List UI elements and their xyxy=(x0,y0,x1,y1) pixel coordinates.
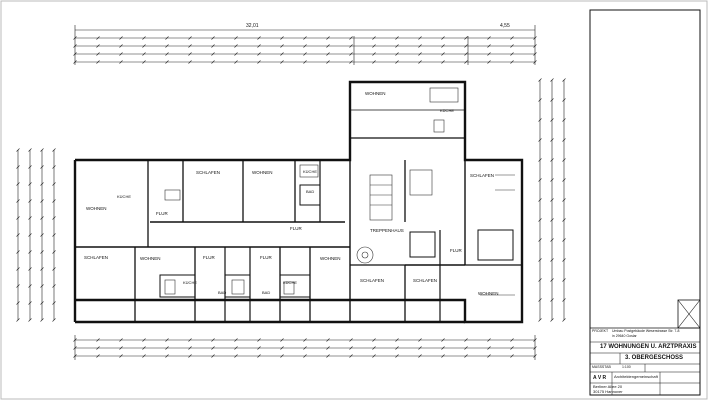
room-wohnen-top: WOHNEN xyxy=(365,91,386,96)
top-dimension-ticks xyxy=(73,36,537,64)
room-schlafen-1: SCHLAFEN xyxy=(196,170,220,175)
room-wohnen-lower-1: WOHNEN xyxy=(140,256,161,261)
room-schlafen-lower-c1: SCHLAFEN xyxy=(360,278,384,283)
scale-value: 1:100 xyxy=(622,365,631,369)
room-kueche-left: KÜCHE xyxy=(117,194,131,199)
project-label: PROJEKT xyxy=(592,329,609,333)
left-dimension-ticks xyxy=(16,148,56,322)
room-kueche-top: KÜCHE xyxy=(440,108,454,113)
room-flur-1: FLUR xyxy=(156,211,169,216)
bottom-dimension-ticks xyxy=(73,338,537,358)
room-flur-right: FLUR xyxy=(450,248,463,253)
room-wohnen-lower-2: WOHNEN xyxy=(320,256,341,261)
room-treppenhaus: TREPPENHAUS xyxy=(370,228,404,233)
fixtures xyxy=(164,87,515,296)
room-wohnen-2: WOHNEN xyxy=(252,170,273,175)
scale-label: MASSSTAB xyxy=(592,365,611,369)
room-bad-lower-2: BAD xyxy=(262,290,270,295)
address-line-2: 30175 Hannover xyxy=(593,389,623,394)
room-bad-lower-1: BAD xyxy=(218,290,226,295)
room-schlafen-lower-left: SCHLAFEN xyxy=(84,255,108,260)
room-flur-lower-1: FLUR xyxy=(203,255,216,260)
project-line-2: in 29640 Goslar xyxy=(612,334,637,338)
room-bad-1: BAD xyxy=(306,189,314,194)
project-line: Umbau Postgebäude Weserstrasse Str. 7-8 xyxy=(612,329,680,333)
room-wohnen-lower-right: WOHNEN xyxy=(478,291,499,296)
dimension-overall-top: 32,01 xyxy=(246,23,259,29)
address-line-1: Berliner Allee 20 xyxy=(593,384,623,389)
room-kueche-lower-1: KÜCHE xyxy=(183,280,197,285)
room-wohnen-left: WOHNEN xyxy=(86,206,107,211)
room-flur-lower-2: FLUR xyxy=(260,255,273,260)
firm-short: A V R xyxy=(593,375,607,381)
title-block-frame xyxy=(589,9,701,396)
room-kueche-lower-2: KÜCHE xyxy=(283,280,297,285)
room-schlafen-lower-c2: SCHLAFEN xyxy=(413,278,437,283)
dimension-right-top: 4,55 xyxy=(500,23,510,29)
room-schlafen-right: SCHLAFEN xyxy=(470,173,494,178)
building-walls xyxy=(73,80,524,324)
office-name: Architektengemeinschaft xyxy=(614,374,658,379)
drawing-title: 17 WOHNUNGEN U. ARZTPRAXIS xyxy=(600,344,697,350)
sheet-name: 3. OBERGESCHOSS xyxy=(625,355,684,361)
room-flur-center: FLUR xyxy=(290,226,303,231)
room-kueche-2: KÜCHE xyxy=(303,169,317,174)
right-dimension-ticks xyxy=(538,78,566,322)
room-labels: WOHNEN KÜCHE WOHNEN KÜCHE SCHLAFEN WOHNE… xyxy=(84,91,499,296)
